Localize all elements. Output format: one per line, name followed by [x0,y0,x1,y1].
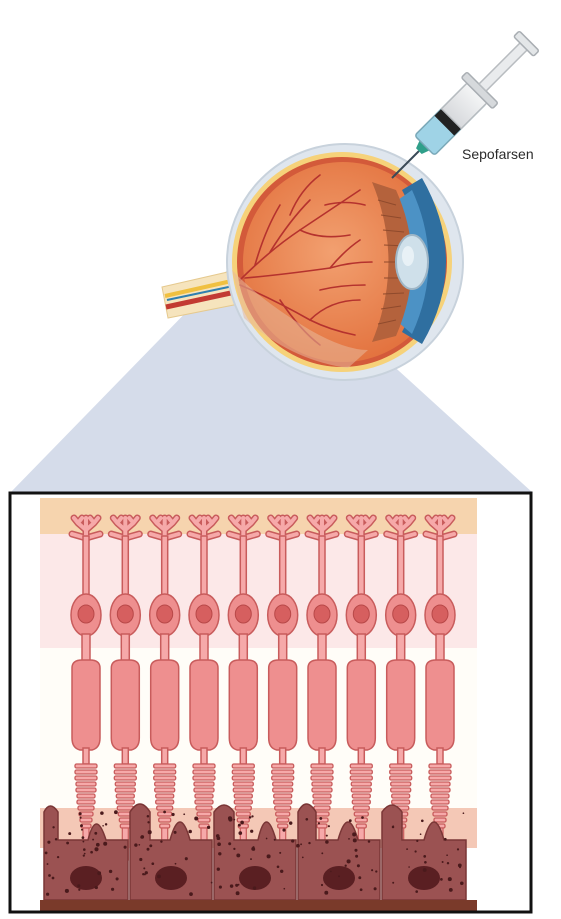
eyeball [227,144,463,380]
retina-inset [10,493,531,912]
bruchs-membrane [40,900,477,912]
injection-label: Sepofarsen [462,146,534,162]
syringe [376,25,544,193]
